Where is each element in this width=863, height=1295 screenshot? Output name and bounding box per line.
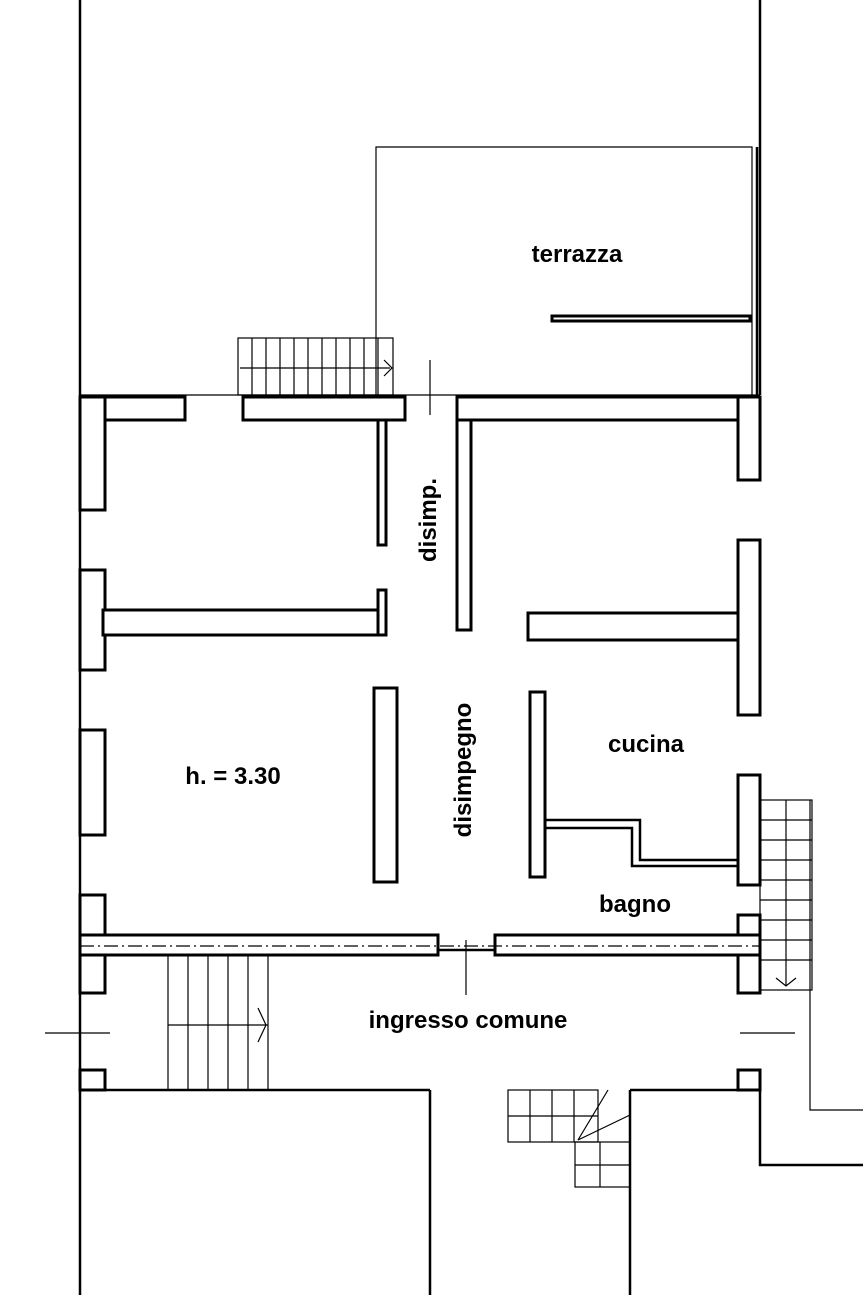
label-disimpegno: disimpegno bbox=[450, 703, 477, 838]
top-staircase bbox=[237, 337, 431, 415]
label-terrazza: terrazza bbox=[532, 241, 623, 268]
label-disimp: disimp. bbox=[415, 478, 442, 562]
label-ingresso-comune: ingresso comune bbox=[369, 1007, 568, 1034]
walls bbox=[45, 395, 795, 1092]
label-room-height: h. = 3.30 bbox=[185, 763, 280, 790]
label-bagno: bagno bbox=[599, 891, 671, 918]
lower-staircase bbox=[507, 1089, 631, 1188]
terrace bbox=[80, 146, 760, 396]
right-staircase bbox=[759, 799, 813, 991]
label-cucina: cucina bbox=[608, 731, 685, 758]
entrance-staircase bbox=[167, 955, 269, 1090]
